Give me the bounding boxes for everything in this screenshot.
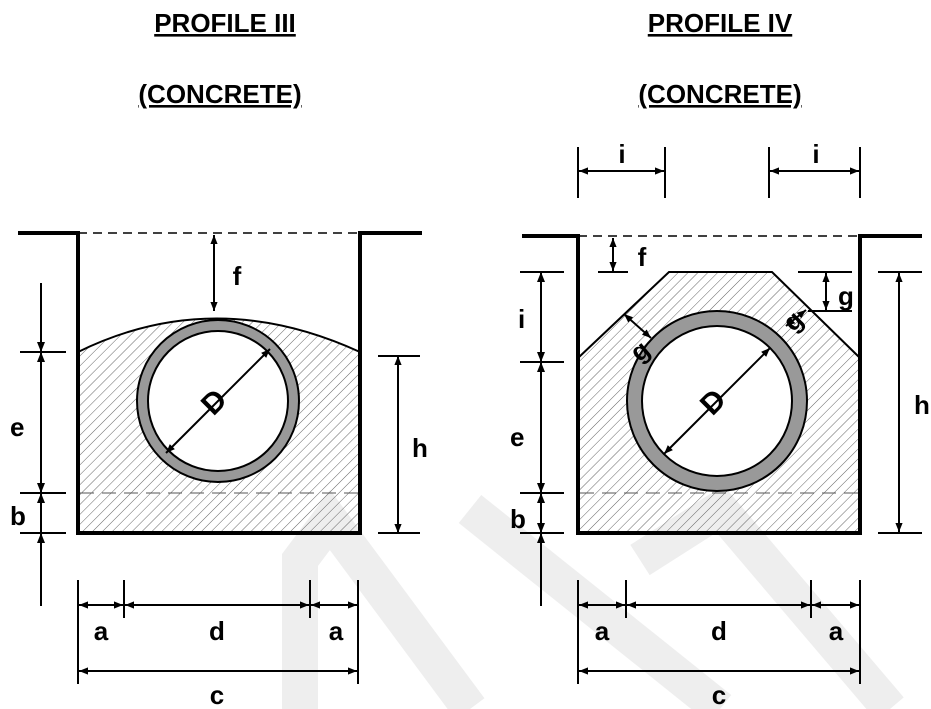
- profile-iii-label-h: h: [412, 433, 428, 463]
- profile-iv-label-g-vertical: g: [838, 281, 854, 311]
- profile-iv-dim-g-left: [623, 313, 652, 339]
- profile-iv-diameter-arrow: [663, 347, 771, 455]
- profile-iv-material: (CONCRETE): [638, 79, 801, 109]
- profile-iv-label-h: h: [914, 390, 930, 420]
- profile-iii: PROFILE III (CONCRETE) D f e b h: [10, 8, 428, 709]
- profile-iv-arrow: [537, 272, 545, 543]
- profile-iv-label-a-left: a: [595, 616, 610, 646]
- profile-iii-label-e: e: [10, 412, 24, 442]
- profile-iv-title: PROFILE IV: [648, 8, 793, 38]
- profile-iv-trench: [522, 234, 922, 535]
- profile-iv-dim-g-right: [785, 309, 807, 327]
- profile-iii-concrete-top: [77, 317, 361, 353]
- profile-iv-label-a-right: a: [829, 616, 844, 646]
- profile-iii-arrow: [37, 342, 45, 543]
- profile-iv-label-c: c: [712, 680, 726, 709]
- profile-iii-trench: [18, 231, 422, 535]
- profile-iii-material: (CONCRETE): [138, 79, 301, 109]
- profile-iv-label-e: e: [510, 422, 524, 452]
- profile-iv-label-i-left: i: [518, 304, 525, 334]
- profile-iv-label-b: b: [510, 504, 526, 534]
- profile-iv-label-i-top-left: i: [618, 139, 625, 169]
- profile-iv-label-d: d: [711, 616, 727, 646]
- profile-iv-label-i-top-right: i: [812, 139, 819, 169]
- profile-iii-label-c: c: [210, 680, 224, 709]
- profile-iii-label-d: d: [209, 616, 225, 646]
- watermark: [282, 485, 904, 709]
- profile-iii-label-a-left: a: [94, 616, 109, 646]
- profile-iii-diameter-arrow: [165, 348, 271, 454]
- profile-iii-label-b: b: [10, 501, 26, 531]
- profile-iv-concrete-top: [577, 271, 861, 359]
- profile-iii-label-f: f: [233, 261, 242, 291]
- profile-iii-title: PROFILE III: [154, 8, 296, 38]
- profile-iii-label-a-right: a: [329, 616, 344, 646]
- profile-iv: PROFILE IV (CONCRETE) i i D g g f: [510, 8, 930, 709]
- profile-iv-label-f: f: [638, 242, 647, 272]
